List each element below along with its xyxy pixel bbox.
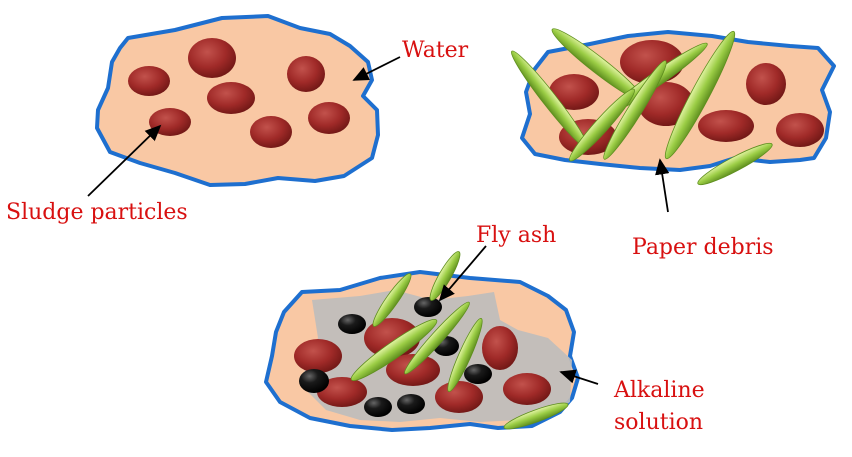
arrow-sludge-particles: [87, 124, 162, 197]
arrow-water: [352, 56, 401, 81]
sludge-particle: [317, 377, 367, 407]
arrow-paper-debris: [655, 158, 670, 213]
paper-debris: [372, 273, 412, 327]
callout-arrows: [87, 56, 670, 385]
panel-fly-ash-alkaline: [264, 251, 580, 432]
sludge-particle: [128, 66, 170, 96]
paper-debris: [569, 88, 635, 162]
sludge-particle: [287, 56, 325, 92]
fly-ash-particle: [414, 297, 442, 317]
fly-ash-particle: [299, 369, 329, 393]
paper-debris: [603, 60, 667, 160]
panel-paper-debris: [511, 28, 836, 186]
fly-ash-particle: [338, 314, 366, 334]
fly-ash-particle: [364, 397, 392, 417]
sludge-particle: [294, 339, 342, 373]
panel-sludge-water: [95, 14, 380, 187]
sludge-particle: [435, 381, 483, 413]
fly-ash-particle: [464, 364, 492, 384]
label-alkaline-line1: Alkaline: [614, 378, 705, 403]
paper-debris: [350, 319, 438, 381]
paper-debris: [697, 142, 773, 186]
sludge-particle: [549, 74, 599, 110]
paper-debris: [503, 402, 569, 430]
label-paper-debris: Paper debris: [632, 235, 774, 260]
sludge-particle: [250, 116, 292, 148]
sludge-particle: [207, 82, 255, 114]
label-sludge-particles: Sludge particles: [6, 200, 188, 225]
sludge-particle: [746, 63, 786, 105]
arrow-alkaline-solution: [559, 369, 599, 385]
label-water: Water: [402, 38, 469, 63]
arrow-fly-ash: [438, 245, 487, 302]
label-alkaline-line2: solution: [614, 410, 704, 435]
paper-debris: [404, 301, 470, 375]
sludge-particle: [698, 110, 754, 142]
sludge-particle: [308, 102, 350, 134]
paper-debris: [447, 317, 483, 393]
label-fly-ash: Fly ash: [476, 223, 557, 248]
sludge-particle: [482, 326, 518, 370]
fly-ash-particle: [397, 394, 425, 414]
sludge-particle: [776, 113, 824, 147]
sludge-particle: [188, 38, 236, 78]
sludge-particle: [503, 373, 551, 405]
paper-debris: [429, 251, 461, 301]
